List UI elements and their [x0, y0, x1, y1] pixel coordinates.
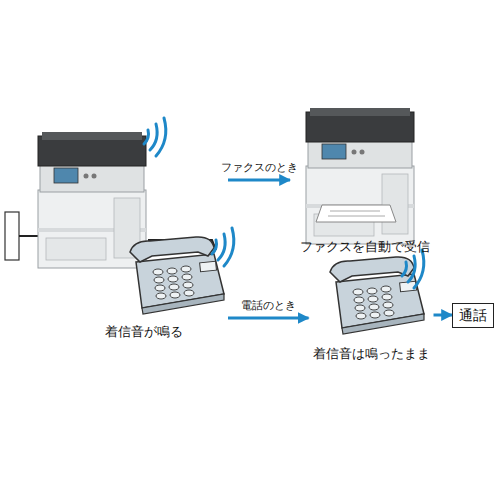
device-caption: 着信音は鳴ったまま	[313, 346, 430, 362]
process-box: 通話	[452, 303, 494, 328]
flow-arrow	[434, 314, 453, 317]
edge-label: ファクスのとき	[219, 161, 300, 174]
device-caption: ファクスを自動で受信	[300, 239, 430, 255]
box-label: 通話	[459, 307, 487, 324]
flow-arrow	[228, 317, 309, 320]
device-group: 着信音が鳴る	[60, 120, 228, 340]
device-caption: 着信音が鳴る	[105, 324, 183, 340]
device-group: ファクスを自動で受信	[290, 95, 440, 255]
flow-arrow	[228, 179, 290, 182]
device-group: 着信音は鳴ったまま	[309, 250, 434, 362]
edge-label: 電話のとき	[239, 299, 298, 312]
